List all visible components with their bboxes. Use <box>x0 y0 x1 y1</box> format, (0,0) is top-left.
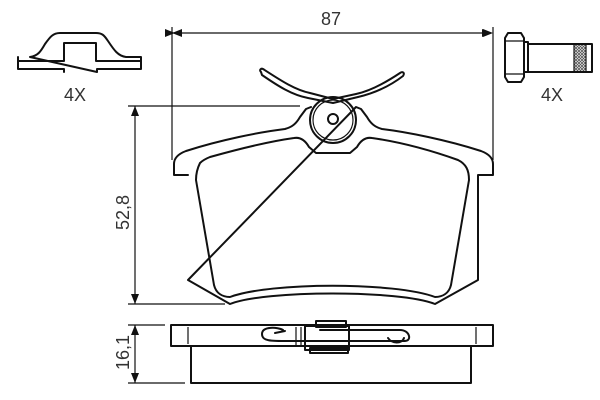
bolt-quantity-label: 4X <box>541 85 563 105</box>
brake-pad-front-view <box>173 67 494 305</box>
spring-clip-accessory <box>17 32 142 73</box>
width-dimension <box>165 27 494 160</box>
bolt-accessory <box>504 32 593 83</box>
clip-quantity-label: 4X <box>64 85 86 105</box>
width-dimension-value: 87 <box>321 9 341 29</box>
brake-pad-side-view <box>170 320 494 384</box>
height-dimension <box>128 105 300 305</box>
thickness-dimension <box>128 324 185 384</box>
height-dimension-value: 52,8 <box>113 195 133 230</box>
thickness-dimension-value: 16,1 <box>113 335 133 370</box>
